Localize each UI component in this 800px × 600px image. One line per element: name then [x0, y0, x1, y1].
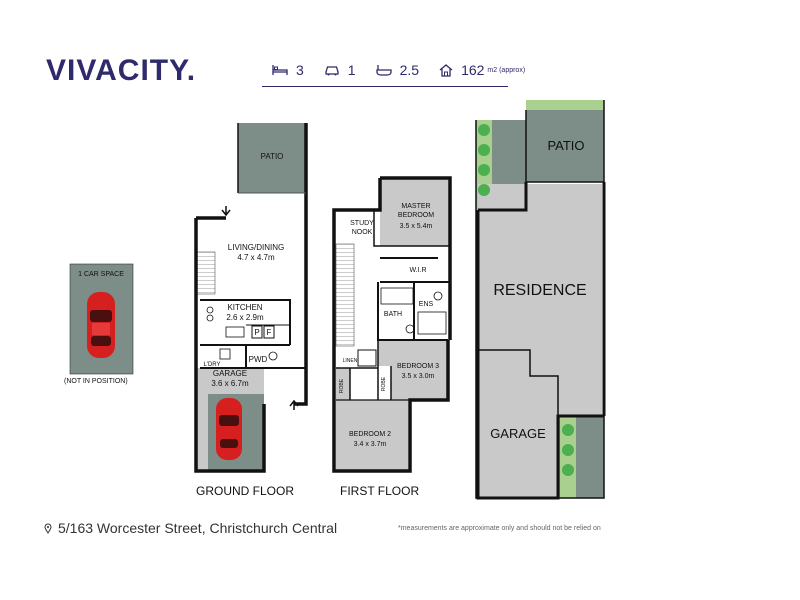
area-stat: 162 m2 (approx) — [439, 62, 525, 78]
vivacity-logo: VIVACITY. — [46, 54, 197, 87]
gf-pantry-label: P — [254, 328, 259, 337]
house-icon — [439, 63, 453, 77]
site-garage-label: GARAGE — [490, 426, 546, 441]
address: 5/163 Worcester Street, Christchurch Cen… — [44, 520, 337, 536]
ff-robe-right-label: ROBE — [381, 376, 387, 391]
ff-bath-label: BATH — [384, 311, 402, 318]
ff-bed3-label: BEDROOM 3 — [397, 363, 439, 370]
ff-robe-left-label: ROBE — [339, 378, 345, 393]
ff-bed2-dim: 3.4 x 3.7m — [354, 441, 387, 448]
ff-linen-label: LINEN — [343, 358, 358, 364]
ff-master-label: MASTER — [401, 203, 430, 210]
gf-living-label: LIVING/DINING — [228, 243, 284, 252]
site-patio-label: PATIO — [547, 138, 584, 153]
bedroom-stat: 3 — [272, 62, 304, 78]
first-floor-label: FIRST FLOOR — [340, 484, 420, 498]
site-residence-label: RESIDENCE — [493, 282, 586, 299]
ff-master-dim: 3.5 x 5.4m — [400, 223, 433, 230]
carpark-count: 1 — [347, 62, 356, 78]
bathroom-count: 2.5 — [399, 62, 420, 78]
property-stats: 3 1 2.5 162 m2 (approx) — [272, 62, 545, 78]
ff-study-label: STUDY — [350, 220, 374, 227]
gf-garage-label: GARAGE — [213, 369, 247, 378]
gf-living-dim: 4.7 x 4.7m — [237, 253, 275, 262]
car-icon — [87, 292, 115, 358]
ff-master-label-2: BEDROOM — [398, 212, 434, 219]
bed-icon — [272, 65, 288, 75]
stats-divider — [262, 86, 508, 87]
gf-garage-dim: 3.6 x 6.7m — [211, 379, 249, 388]
area-value: 162 — [461, 62, 485, 78]
gf-kitchen-dim: 2.6 x 2.9m — [226, 313, 264, 322]
site-plan — [475, 100, 606, 500]
car-space — [69, 263, 134, 375]
ground-floor-plan — [194, 123, 308, 473]
first-floor-plan — [332, 176, 452, 473]
ground-floor-label: GROUND FLOOR — [196, 484, 295, 498]
bedroom-count: 3 — [296, 62, 304, 78]
car-icon — [325, 66, 339, 76]
gf-kitchen-label: KITCHEN — [227, 303, 262, 312]
disclaimer: *measurements are approximate only and s… — [398, 525, 601, 532]
location-pin-icon — [44, 523, 52, 534]
ff-wir-label: W.I.R — [409, 267, 426, 274]
gf-fridge-label: F — [267, 328, 272, 337]
ff-nook-label: NOOK — [352, 229, 373, 236]
ff-bed2-label: BEDROOM 2 — [349, 431, 391, 438]
gf-powder-label: PWD — [249, 355, 268, 364]
car-space-label: 1 CAR SPACE — [78, 271, 124, 278]
carpark-stat: 1 — [324, 62, 356, 78]
address-text: 5/163 Worcester Street, Christchurch Cen… — [58, 520, 338, 536]
gf-patio-label: PATIO — [261, 152, 284, 161]
area-unit: m2 (approx) — [487, 66, 526, 74]
car-space-note: (NOT IN POSITION) — [64, 378, 128, 385]
bathroom-stat: 2.5 — [375, 62, 420, 78]
ff-bed3-dim: 3.5 x 3.0m — [402, 373, 435, 380]
garage-car-icon — [216, 398, 242, 460]
gf-laundry-label: L'DRY — [203, 362, 220, 368]
bath-icon — [375, 65, 392, 76]
ff-ens-label: ENS — [419, 301, 434, 308]
